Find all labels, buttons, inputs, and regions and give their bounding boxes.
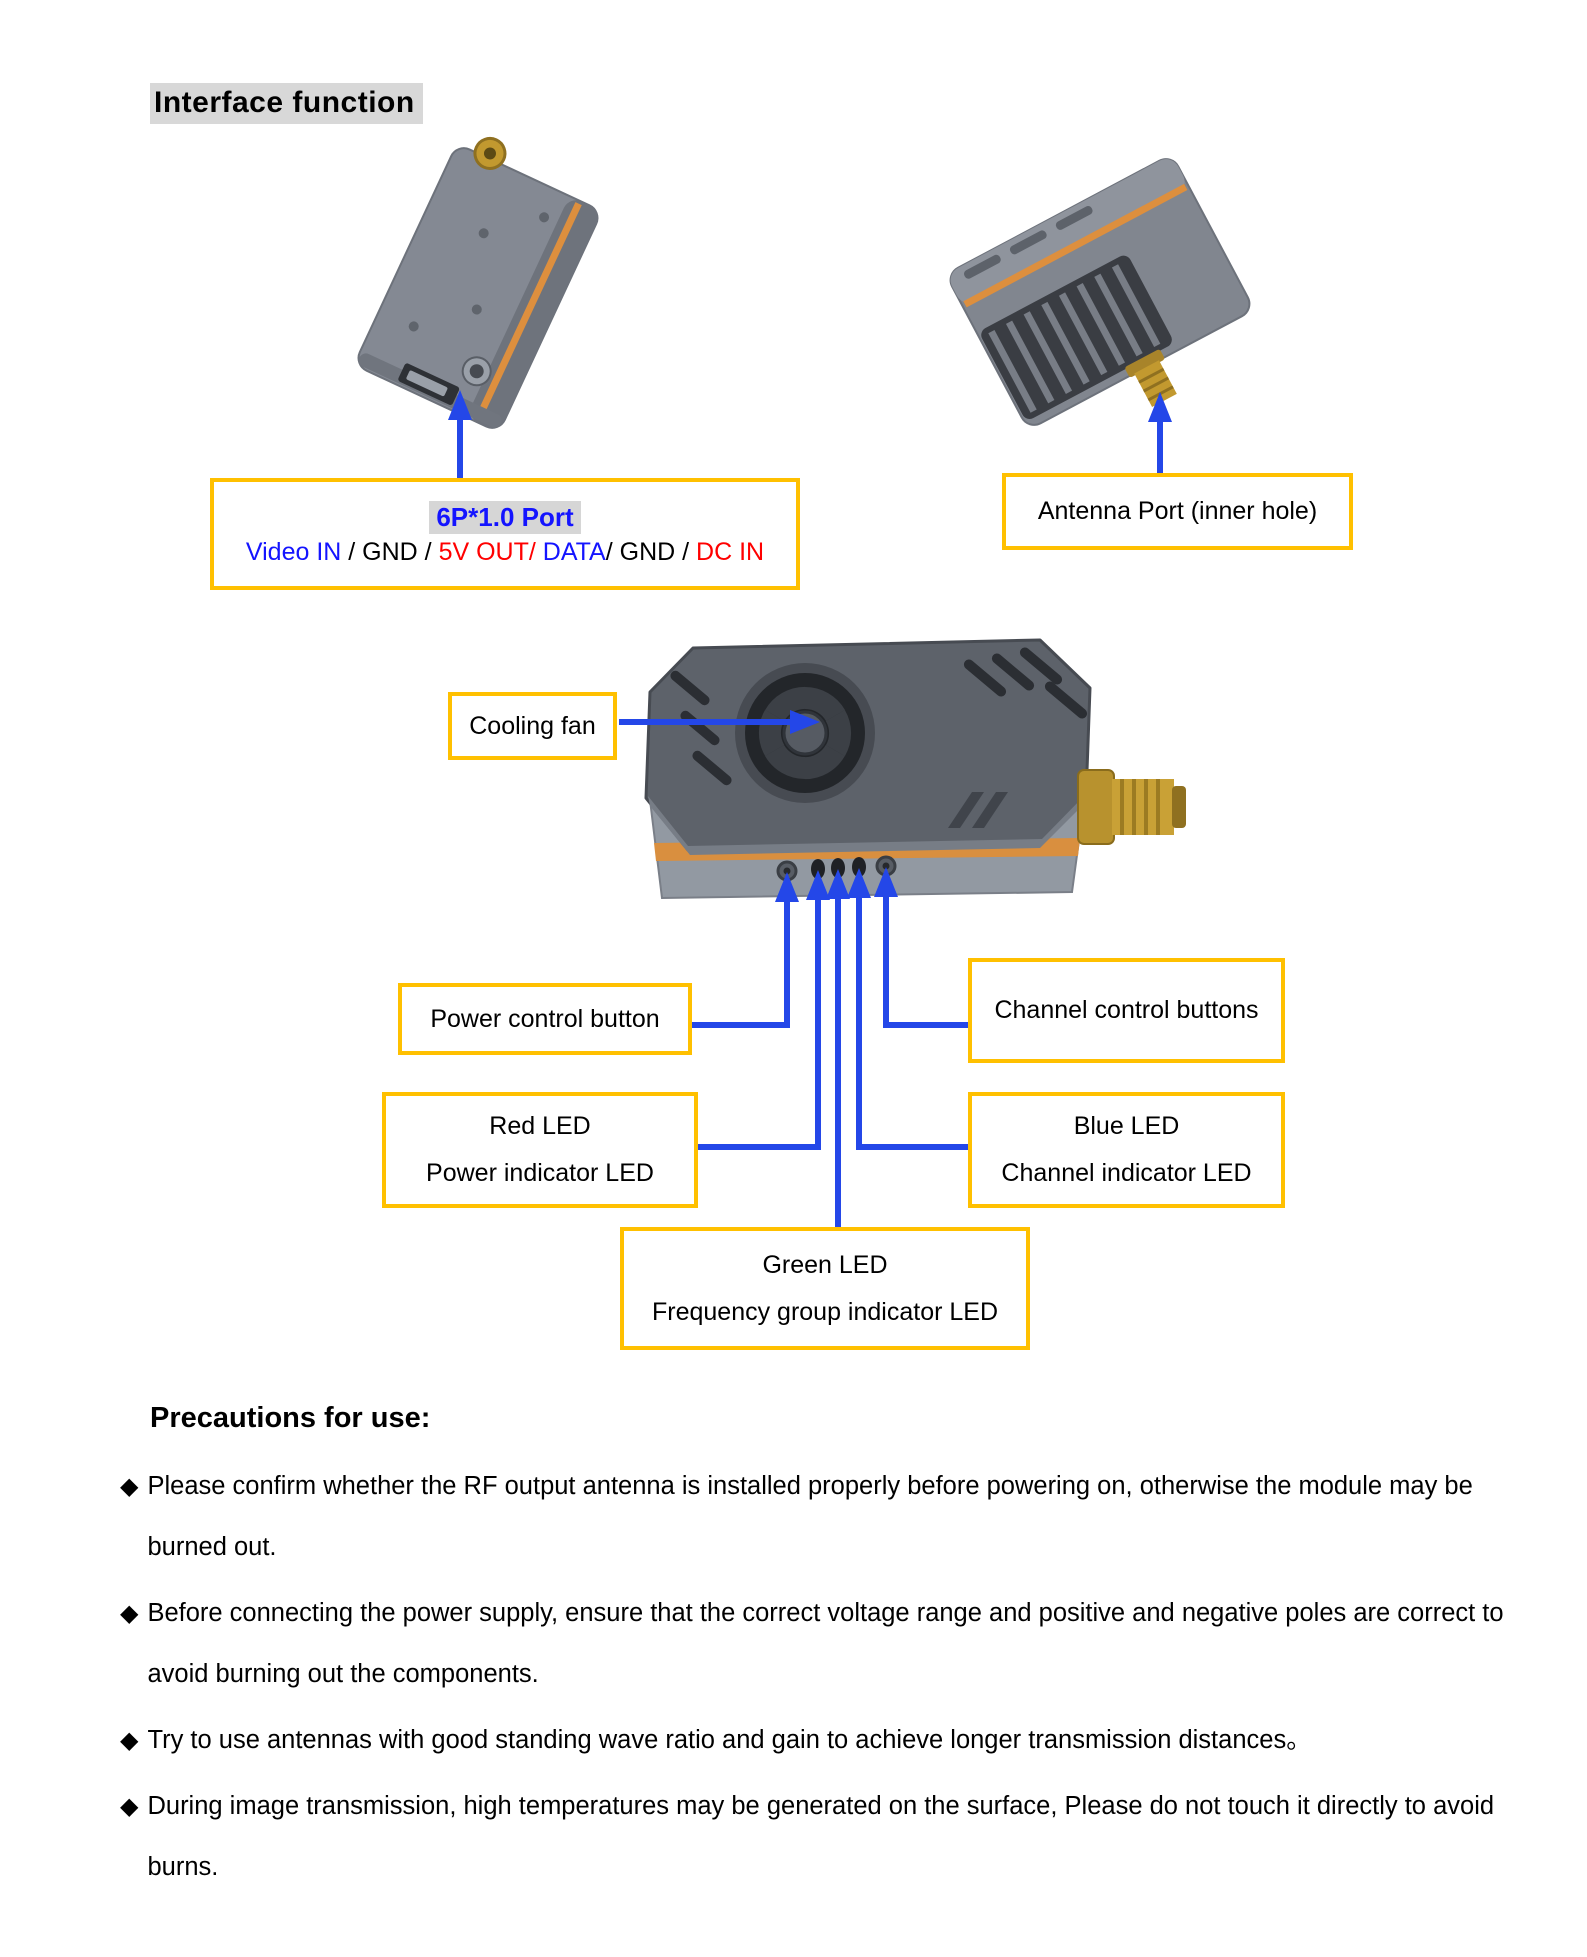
pin-5v-out: 5V OUT/	[438, 538, 536, 566]
cooling-fan-icon	[735, 663, 875, 803]
precaution-text: Try to use antennas with good standing w…	[147, 1726, 1312, 1754]
screw-icon	[471, 304, 482, 315]
green-led-line1: Green LED	[762, 1250, 888, 1279]
diamond-bullet-icon: ◆	[120, 1600, 139, 1627]
precaution-item: ◆ Please confirm whether the RF output a…	[120, 1456, 1520, 1578]
precaution-text: Please confirm whether the RF output ant…	[147, 1472, 1473, 1561]
screw-icon	[408, 321, 419, 332]
green-led-line2: Frequency group indicator LED	[651, 1297, 999, 1326]
precaution-item: ◆ During image transmission, high temper…	[120, 1776, 1520, 1898]
heatsink-fins	[981, 255, 1172, 419]
diamond-bullet-icon: ◆	[120, 1727, 139, 1754]
cooling-fan-label: Cooling fan	[469, 711, 596, 740]
connector-red-led	[698, 894, 821, 1150]
antenna-label: Antenna Port (inner hole)	[1037, 497, 1318, 525]
channel-buttons-label: Channel control buttons	[994, 996, 1259, 1024]
pin-sep: / GND /	[341, 538, 439, 566]
section-title: Interface function	[150, 83, 423, 124]
power-button-label: Power control button	[430, 1004, 660, 1033]
diamond-bullet-icon: ◆	[120, 1473, 139, 1500]
red-led-line2: Power indicator LED	[426, 1159, 654, 1187]
precaution-item: ◆ Try to use antennas with good standing…	[120, 1710, 1520, 1771]
orange-stripe	[963, 183, 1188, 308]
blue-led-line1: Blue LED	[1073, 1112, 1180, 1140]
arrowheads	[448, 390, 1172, 902]
diamond-bullet-icon: ◆	[120, 1793, 139, 1820]
interface-diagram	[357, 136, 1251, 1229]
device-photo-front-view	[357, 136, 599, 429]
red-led-line1: Red LED	[489, 1112, 591, 1140]
port-title: 6P*1.0 Port	[429, 501, 581, 534]
vent-slots-right	[963, 647, 1088, 719]
sma-connector-icon	[1125, 349, 1177, 408]
device-photo-heatsink-view	[949, 158, 1251, 426]
precaution-text: During image transmission, high temperat…	[147, 1792, 1495, 1881]
connector-channel-buttons	[883, 891, 968, 1028]
green-led-icon	[831, 858, 845, 878]
device-photo-top-view	[644, 638, 1186, 900]
blue-led-icon	[852, 857, 866, 877]
mounting-screw-icon	[461, 356, 492, 387]
pin-data: DATA	[535, 538, 606, 566]
orange-stripe	[474, 202, 582, 421]
pin-dc-in: DC IN	[696, 538, 765, 566]
precaution-item: ◆ Before connecting the power supply, en…	[120, 1583, 1520, 1705]
front-panel-ports	[776, 855, 897, 882]
connector-power-button	[692, 896, 790, 1028]
6p-port-slot	[398, 363, 460, 405]
screw-icon	[478, 228, 489, 239]
callout-blue-led: Blue LED Channel indicator LED	[968, 1092, 1285, 1208]
pin-sep: / GND /	[605, 538, 697, 566]
callout-cooling-fan: Cooling fan	[448, 692, 617, 760]
pin-video-in: Video IN	[245, 538, 342, 566]
precautions-list: ◆ Please confirm whether the RF output a…	[120, 1456, 1520, 1903]
callout-antenna-port: Antenna Port (inner hole)	[1002, 473, 1353, 550]
callout-channel-buttons: Channel control buttons	[968, 958, 1285, 1063]
precautions-heading: Precautions for use:	[150, 1402, 431, 1434]
red-led-icon	[811, 859, 825, 879]
port-pinout: Video IN / GND / 5V OUT/ DATA/ GND / DC …	[246, 538, 764, 567]
callout-connectors	[457, 414, 1163, 1229]
precaution-text: Before connecting the power supply, ensu…	[147, 1599, 1504, 1688]
blue-led-line2: Channel indicator LED	[1001, 1159, 1252, 1187]
callout-6p-port: 6P*1.0 Port Video IN / GND / 5V OUT/ DAT…	[210, 478, 800, 590]
screw-icon	[539, 212, 550, 223]
callout-green-led: Green LED Frequency group indicator LED	[620, 1227, 1030, 1350]
sma-connector-icon	[1077, 769, 1186, 845]
connector-blue-led	[856, 892, 968, 1150]
sma-connector-icon	[473, 136, 507, 170]
callout-power-button: Power control button	[398, 983, 692, 1055]
grip-slashes	[948, 792, 1008, 828]
callout-red-led: Red LED Power indicator LED	[382, 1092, 698, 1208]
